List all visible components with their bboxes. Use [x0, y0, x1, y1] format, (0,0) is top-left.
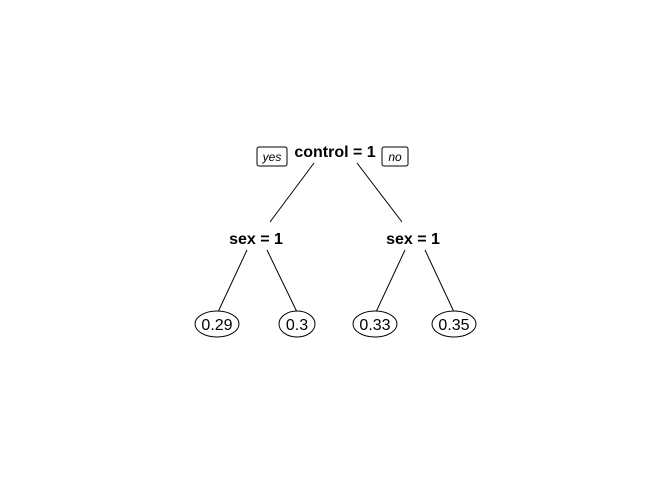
leaf-value-2: 0.3	[286, 317, 308, 334]
leaf-frame-3	[352, 310, 398, 338]
leaf-frame-4	[431, 310, 477, 338]
edge-root-right	[356, 162, 403, 223]
edge-root-left	[269, 162, 315, 223]
leaf-node-2: 0.3	[278, 310, 316, 338]
yes-branch-label: yes	[262, 150, 282, 164]
edge-left-leaf-1	[217, 249, 248, 313]
leaf-frame-1	[194, 310, 240, 338]
root-node: control = 1	[294, 144, 375, 161]
right-split-node: sex = 1	[386, 231, 440, 248]
no-branch-box: no	[381, 146, 409, 167]
leaf-node-1: 0.29	[194, 310, 240, 338]
leaf-value-3: 0.33	[359, 317, 390, 334]
tree-edges	[217, 162, 455, 313]
leaf-node-4: 0.35	[431, 310, 477, 338]
leaf-node-3: 0.33	[352, 310, 398, 338]
right-split-label: sex = 1	[386, 231, 440, 248]
edge-left-leaf-2	[266, 249, 298, 313]
no-box-frame	[381, 146, 409, 167]
yes-box-frame	[256, 146, 288, 167]
leaf-frame-2	[278, 310, 316, 338]
edge-right-leaf-3	[375, 249, 406, 313]
leaf-value-1: 0.29	[201, 317, 232, 334]
no-branch-label: no	[388, 150, 402, 164]
left-split-node: sex = 1	[229, 231, 283, 248]
yes-branch-box: yes	[256, 146, 288, 167]
left-split-label: sex = 1	[229, 231, 283, 248]
edge-right-leaf-4	[424, 249, 455, 313]
leaf-value-4: 0.35	[438, 317, 469, 334]
root-split-label: control = 1	[294, 144, 375, 161]
